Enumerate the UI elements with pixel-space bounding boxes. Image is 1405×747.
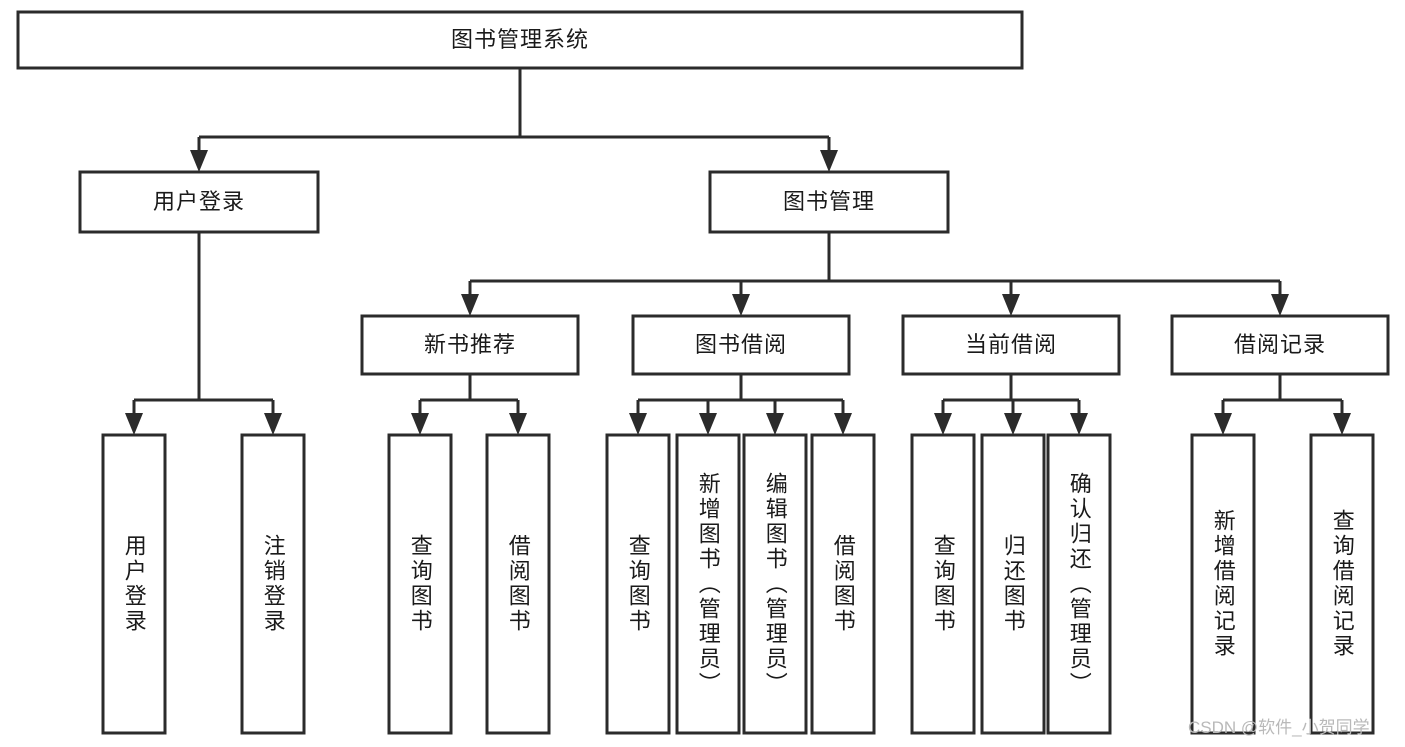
arrow-head-icon — [125, 413, 143, 435]
node-box-leaf_12[interactable] — [1309, 433, 1375, 735]
arrow-head-icon — [411, 413, 429, 435]
node-box-leaf_5[interactable] — [675, 433, 741, 735]
arrow-head-icon — [461, 294, 479, 316]
arrow-head-icon — [190, 150, 208, 172]
arrow-head-icon — [629, 413, 647, 435]
arrow-head-icon — [1004, 413, 1022, 435]
arrow-head-icon — [834, 413, 852, 435]
arrow-head-icon — [732, 294, 750, 316]
node-box-l3_1[interactable] — [631, 314, 851, 376]
arrow-head-icon — [820, 150, 838, 172]
node-box-leaf_4[interactable] — [605, 433, 671, 735]
node-box-leaf_6[interactable] — [742, 433, 808, 735]
arrow-head-icon — [1002, 294, 1020, 316]
arrow-head-icon — [1214, 413, 1232, 435]
arrow-head-icon — [766, 413, 784, 435]
edges-layer — [125, 68, 1351, 435]
arrow-head-icon — [1070, 413, 1088, 435]
nodes-layer — [16, 10, 1390, 735]
node-box-l3_0[interactable] — [360, 314, 580, 376]
arrow-head-icon — [699, 413, 717, 435]
arrow-head-icon — [1271, 294, 1289, 316]
node-box-leaf_3[interactable] — [485, 433, 551, 735]
arrow-head-icon — [264, 413, 282, 435]
node-box-root[interactable] — [16, 10, 1024, 70]
node-box-leaf_10[interactable] — [1046, 433, 1112, 735]
node-box-leaf_9[interactable] — [980, 433, 1046, 735]
arrow-head-icon — [934, 413, 952, 435]
arrow-head-icon — [1333, 413, 1351, 435]
node-box-leaf_0[interactable] — [101, 433, 167, 735]
node-box-l3_3[interactable] — [1170, 314, 1390, 376]
node-box-leaf_7[interactable] — [810, 433, 876, 735]
node-box-l2_1[interactable] — [708, 170, 950, 234]
node-box-leaf_8[interactable] — [910, 433, 976, 735]
node-box-leaf_1[interactable] — [240, 433, 306, 735]
node-box-l2_0[interactable] — [78, 170, 320, 234]
node-box-l3_2[interactable] — [901, 314, 1121, 376]
arrow-head-icon — [509, 413, 527, 435]
node-box-leaf_2[interactable] — [387, 433, 453, 735]
node-box-leaf_11[interactable] — [1190, 433, 1256, 735]
